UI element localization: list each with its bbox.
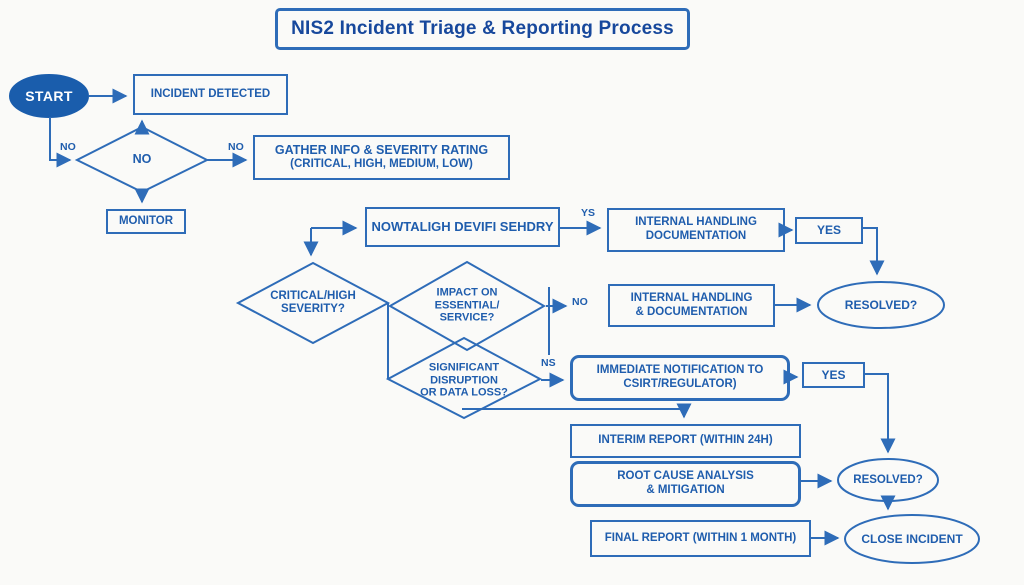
node-ihd2-line2: & DOCUMENTATION — [635, 305, 748, 318]
edge-label-start-no: NO — [60, 141, 76, 153]
edge-start-to-no-diamond — [49, 117, 72, 168]
node-final-report-label: FINAL REPORT (WITHIN 1 MONTH) — [604, 531, 797, 544]
close-incident-ellipse — [844, 514, 980, 564]
node-monitor: MONITOR — [106, 209, 186, 234]
edge-significant-to-interim — [462, 403, 692, 419]
node-internal-handling-and-documentation: INTERNAL HANDLING & DOCUMENTATION — [608, 284, 775, 327]
diagram-title: NIS2 Incident Triage & Reporting Process — [275, 8, 690, 50]
node-final-report: FINAL REPORT (WITHIN 1 MONTH) — [590, 520, 811, 557]
edge-label-ys: YS — [581, 207, 596, 219]
edge-yes-top-to-resolved-top — [863, 227, 885, 276]
significant-disruption-diamond — [385, 336, 543, 420]
node-interim-report-label: INTERIM REPORT (WITHIN 24H) — [598, 434, 773, 447]
node-notify-step-label: NOWTALIGH DEVIFI SEHDRY — [371, 219, 554, 235]
node-root-cause-line1: ROOT CAUSE ANALYSIS — [617, 470, 754, 483]
significant-line1: SIGNIFICANT — [428, 361, 500, 374]
impact-line1: IMPACT ON — [436, 286, 498, 299]
node-resolved-bottom-label: RESOLVED? — [853, 474, 923, 486]
edge-yes-mid-to-resolved-bottom — [865, 373, 896, 454]
impact-essential-diamond — [387, 260, 547, 352]
node-start-label: START — [25, 88, 73, 104]
node-incident-detected: INCIDENT DETECTED — [133, 74, 288, 115]
node-monitor-label: MONITOR — [118, 214, 174, 227]
edge-label-gather-no: NO — [228, 141, 244, 153]
node-immediate-notification: IMMEDIATE NOTIFICATION TO CSIRT/REGULATO… — [570, 355, 790, 401]
node-internal-handling-documentation: INTERNAL HANDLING DOCUMENTATION — [607, 208, 785, 252]
significant-line2: DISRUPTION — [430, 373, 498, 386]
node-gather-info-line1: GATHER INFO & SEVERITY RATING — [274, 143, 489, 158]
critical-line2: SEVERITY? — [281, 303, 345, 315]
critical-line1: CRITICAL/HIGH — [270, 290, 356, 302]
node-immediate-line2: CSIRT/REGULATOR) — [623, 378, 737, 390]
node-ihd-line2: DOCUMENTATION — [645, 230, 747, 242]
node-yes-mid: YES — [802, 362, 865, 388]
node-resolved-top-label: RESOLVED? — [844, 298, 918, 312]
impact-line2: ESSENTIAL/ — [434, 298, 500, 311]
node-yes-top-label: YES — [816, 223, 841, 238]
node-gather-info: GATHER INFO & SEVERITY RATING (CRITICAL,… — [253, 135, 510, 180]
node-yes-top: YES — [795, 217, 863, 244]
diagram-title-text: NIS2 Incident Triage & Reporting Process — [291, 17, 674, 39]
resolved-top-ellipse — [817, 281, 945, 329]
node-significant-disruption-label: SIGNIFICANT DISRUPTION OR DATA LOSS? — [420, 361, 508, 399]
edge-label-ns: NS — [541, 357, 556, 369]
node-close-incident-label: CLOSE INCIDENT — [861, 532, 963, 546]
node-notify-step: NOWTALIGH DEVIFI SEHDRY — [365, 207, 560, 247]
node-immediate-line1: IMMEDIATE NOTIFICATION TO — [596, 364, 764, 377]
node-root-cause: ROOT CAUSE ANALYSIS & MITIGATION — [570, 461, 801, 507]
node-ihd-line1: INTERNAL HANDLING — [635, 216, 757, 229]
node-interim-report: INTERIM REPORT (WITHIN 24H) — [570, 424, 801, 458]
edge-label-internal-no: NO — [572, 296, 588, 308]
node-root-cause-line2: & MITIGATION — [646, 484, 725, 496]
critical-high-diamond — [235, 261, 391, 345]
node-impact-essential-label: IMPACT ON ESSENTIAL/ SERVICE? — [435, 286, 500, 324]
node-incident-detected-label: INCIDENT DETECTED — [150, 87, 271, 100]
node-gather-info-line2: (CRITICAL, HIGH, MEDIUM, LOW) — [290, 158, 473, 171]
node-ihd2-line1: INTERNAL HANDLING — [630, 291, 753, 304]
significant-line3: OR DATA LOSS? — [420, 386, 508, 399]
node-no-decision-label: NO — [132, 152, 152, 166]
impact-line3: SERVICE? — [439, 311, 495, 324]
node-critical-high-label: CRITICAL/HIGH SEVERITY? — [270, 290, 356, 316]
node-yes-mid-label: YES — [821, 367, 846, 382]
